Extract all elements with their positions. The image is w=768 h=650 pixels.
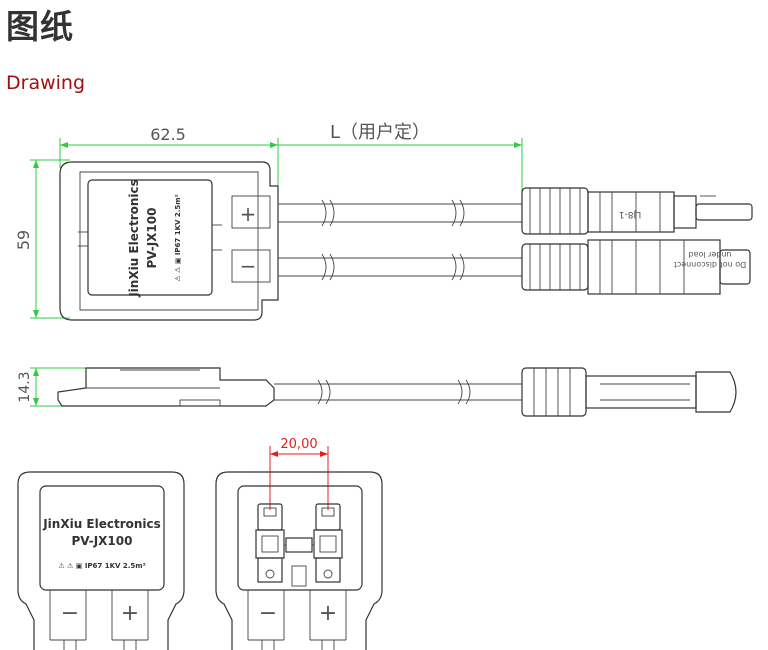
dim-spacing-label: 20,00: [280, 437, 317, 452]
terminal-plus: [231, 195, 271, 229]
dim-thickness: 14.3: [17, 367, 90, 407]
connector-marking: LJ8-1: [619, 209, 641, 219]
cable-minus: [278, 253, 522, 281]
covered-label-specs: ⚠ ⚠ ▣ IP67 1KV 2.5m²: [58, 562, 145, 570]
covered-minus-sign: −: [61, 601, 79, 626]
side-view: 14.3: [17, 367, 737, 417]
dim-width-label: 62.5: [150, 125, 186, 144]
connector-warning-line1: Do not disconnect: [674, 260, 747, 269]
label-specs: ⚠ ⚠ ▣ IP67 1KV 2.5m²: [174, 194, 182, 281]
dim-width: 62.5: [59, 125, 279, 190]
bypass-diode: [285, 537, 313, 553]
terminal-minus: [231, 249, 271, 283]
side-connector-tip: [695, 371, 737, 413]
connector-female: Do not disconnect under load: [521, 239, 751, 295]
connector-male: LJ8-1: [521, 187, 753, 235]
dim-length: L（用户定）: [278, 122, 523, 192]
terminal-minus-sign: −: [240, 254, 257, 278]
label-text-rotated: JinXiu Electronics PV-JX100 ⚠ ⚠ ▣ IP67 1…: [127, 179, 182, 298]
label-brand: JinXiu Electronics: [127, 179, 141, 298]
dim-thickness-label: 14.3: [17, 371, 33, 402]
side-profile: [57, 367, 275, 407]
front-view-covered: JinXiu Electronics PV-JX100 ⚠ ⚠ ▣ IP67 1…: [17, 471, 185, 650]
covered-label-brand: JinXiu Electronics: [42, 517, 161, 531]
dim-height: 59: [14, 159, 70, 319]
covered-plus-sign: +: [121, 601, 139, 626]
cable-plus: [278, 199, 522, 227]
label-plate: [87, 179, 213, 296]
open-plus-sign: +: [319, 601, 337, 626]
top-view: 62.5 L（用户定） 59: [14, 122, 753, 321]
connector-warning-line2: under load: [688, 250, 731, 259]
label-model: PV-JX100: [145, 208, 159, 269]
dim-height-label: 59: [14, 230, 33, 250]
box-inner-rim: [79, 171, 259, 311]
page-title: 图纸: [6, 7, 74, 46]
section-subtitle: Drawing: [6, 72, 86, 94]
dim-spacing: 20,00: [269, 437, 329, 510]
covered-label-plate: [39, 485, 165, 591]
terminal-plus-sign: +: [240, 202, 257, 226]
front-view-open: 20,00 −: [215, 437, 383, 650]
side-connector-body: [585, 375, 697, 409]
side-connector-nut: [521, 367, 587, 417]
junction-box-outline: [59, 161, 279, 321]
dim-length-label: L（用户定）: [330, 122, 430, 143]
covered-label-model: PV-JX100: [72, 534, 133, 548]
open-inner-cavity: [237, 485, 363, 591]
open-minus-sign: −: [259, 601, 277, 626]
